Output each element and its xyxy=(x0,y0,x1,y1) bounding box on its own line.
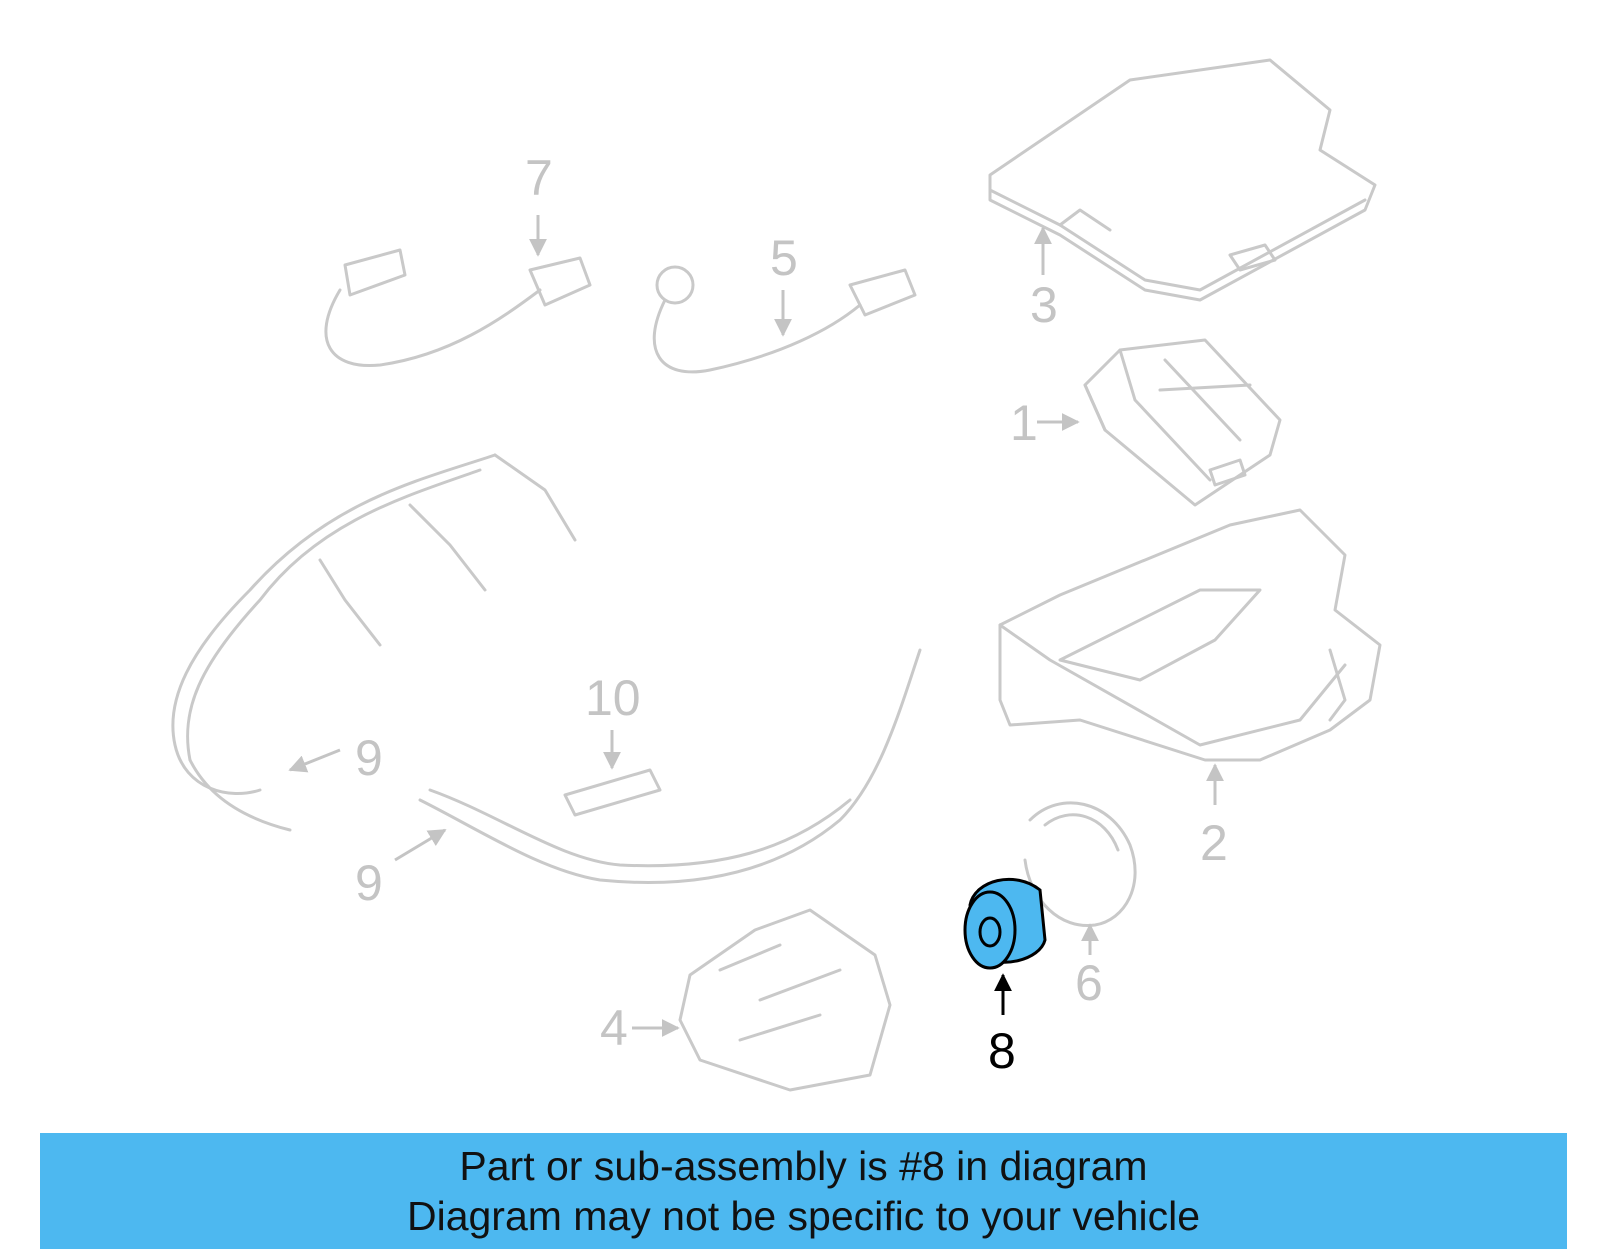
part-1-module xyxy=(1083,338,1282,507)
banner-line-1: Part or sub-assembly is #8 in diagram xyxy=(459,1143,1148,1189)
banner-line-2: Diagram may not be specific to your vehi… xyxy=(406,1193,1200,1239)
part-3-cover xyxy=(988,58,1377,302)
callout-6: 6 xyxy=(1075,955,1103,1011)
part-2-tray xyxy=(998,508,1382,762)
callout-1: 1 xyxy=(1010,395,1038,451)
part-10-plug xyxy=(563,768,662,817)
leader-9b xyxy=(394,828,447,862)
callout-8: 8 xyxy=(988,1023,1016,1079)
wiring-harness xyxy=(171,453,922,884)
callout-4: 4 xyxy=(600,1000,628,1056)
callout-3: 3 xyxy=(1030,277,1058,333)
info-banner: Part or sub-assembly is #8 in diagram Di… xyxy=(40,1133,1567,1249)
part-8-highlighted xyxy=(963,877,1047,970)
callout-9a: 9 xyxy=(355,730,383,786)
callout-2: 2 xyxy=(1200,815,1228,871)
callout-5: 5 xyxy=(770,230,798,286)
part-6-clamp xyxy=(1023,801,1137,928)
part-5-sensor xyxy=(652,265,917,374)
part-7-sensor xyxy=(324,248,592,368)
leader-9a xyxy=(288,748,341,773)
callout-10: 10 xyxy=(585,670,641,726)
part-4-coil xyxy=(678,908,892,1092)
callout-7: 7 xyxy=(525,150,553,206)
callout-9b: 9 xyxy=(355,855,383,911)
